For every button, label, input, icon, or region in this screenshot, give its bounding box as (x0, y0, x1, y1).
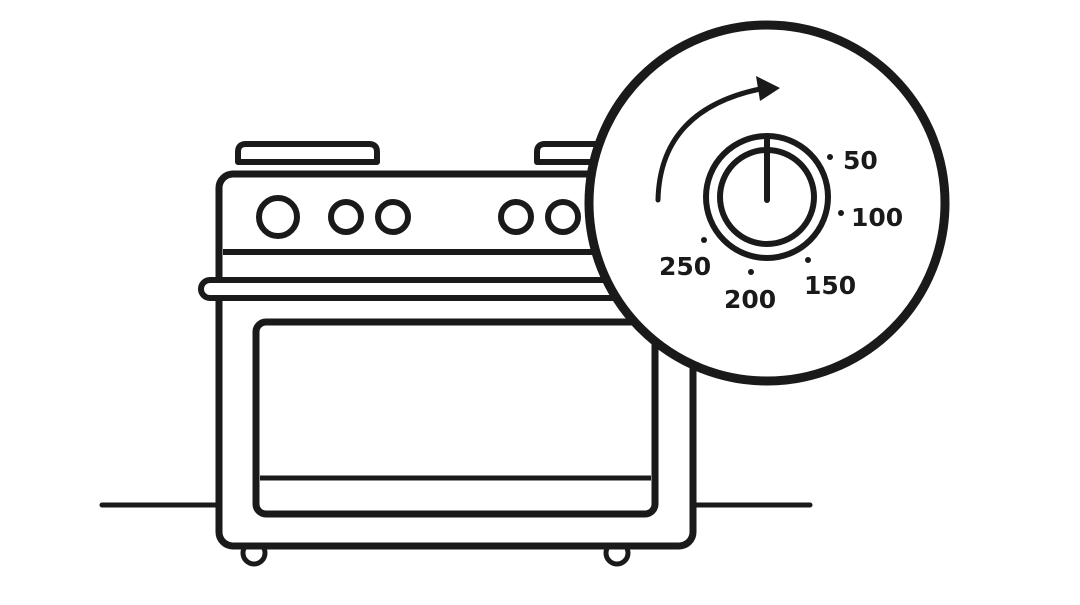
rotation-arrow (655, 86, 763, 203)
panel-knob-4 (498, 199, 534, 235)
panel-knob-5 (545, 199, 581, 235)
oven-window (252, 318, 659, 518)
dial-label-150: 150 (804, 271, 856, 300)
dial-magnifier: 50 100 150 200 250 (584, 20, 950, 386)
dial-label-100: 100 (851, 203, 903, 232)
dial-label-250: 250 (659, 252, 711, 281)
dial-label-50: 50 (843, 146, 878, 175)
scale-dot-150 (805, 257, 811, 263)
dial-label-200: 200 (724, 285, 776, 314)
scale-dot-250 (701, 237, 707, 243)
left-burner-plate (235, 141, 380, 165)
arrowhead-icon (756, 76, 780, 101)
panel-knob-1 (256, 195, 300, 239)
scale-dot-100 (838, 210, 844, 216)
scale-dot-200 (748, 269, 754, 275)
panel-knob-3 (375, 199, 411, 235)
scale-dot-50 (827, 154, 833, 160)
panel-knob-2 (328, 199, 364, 235)
